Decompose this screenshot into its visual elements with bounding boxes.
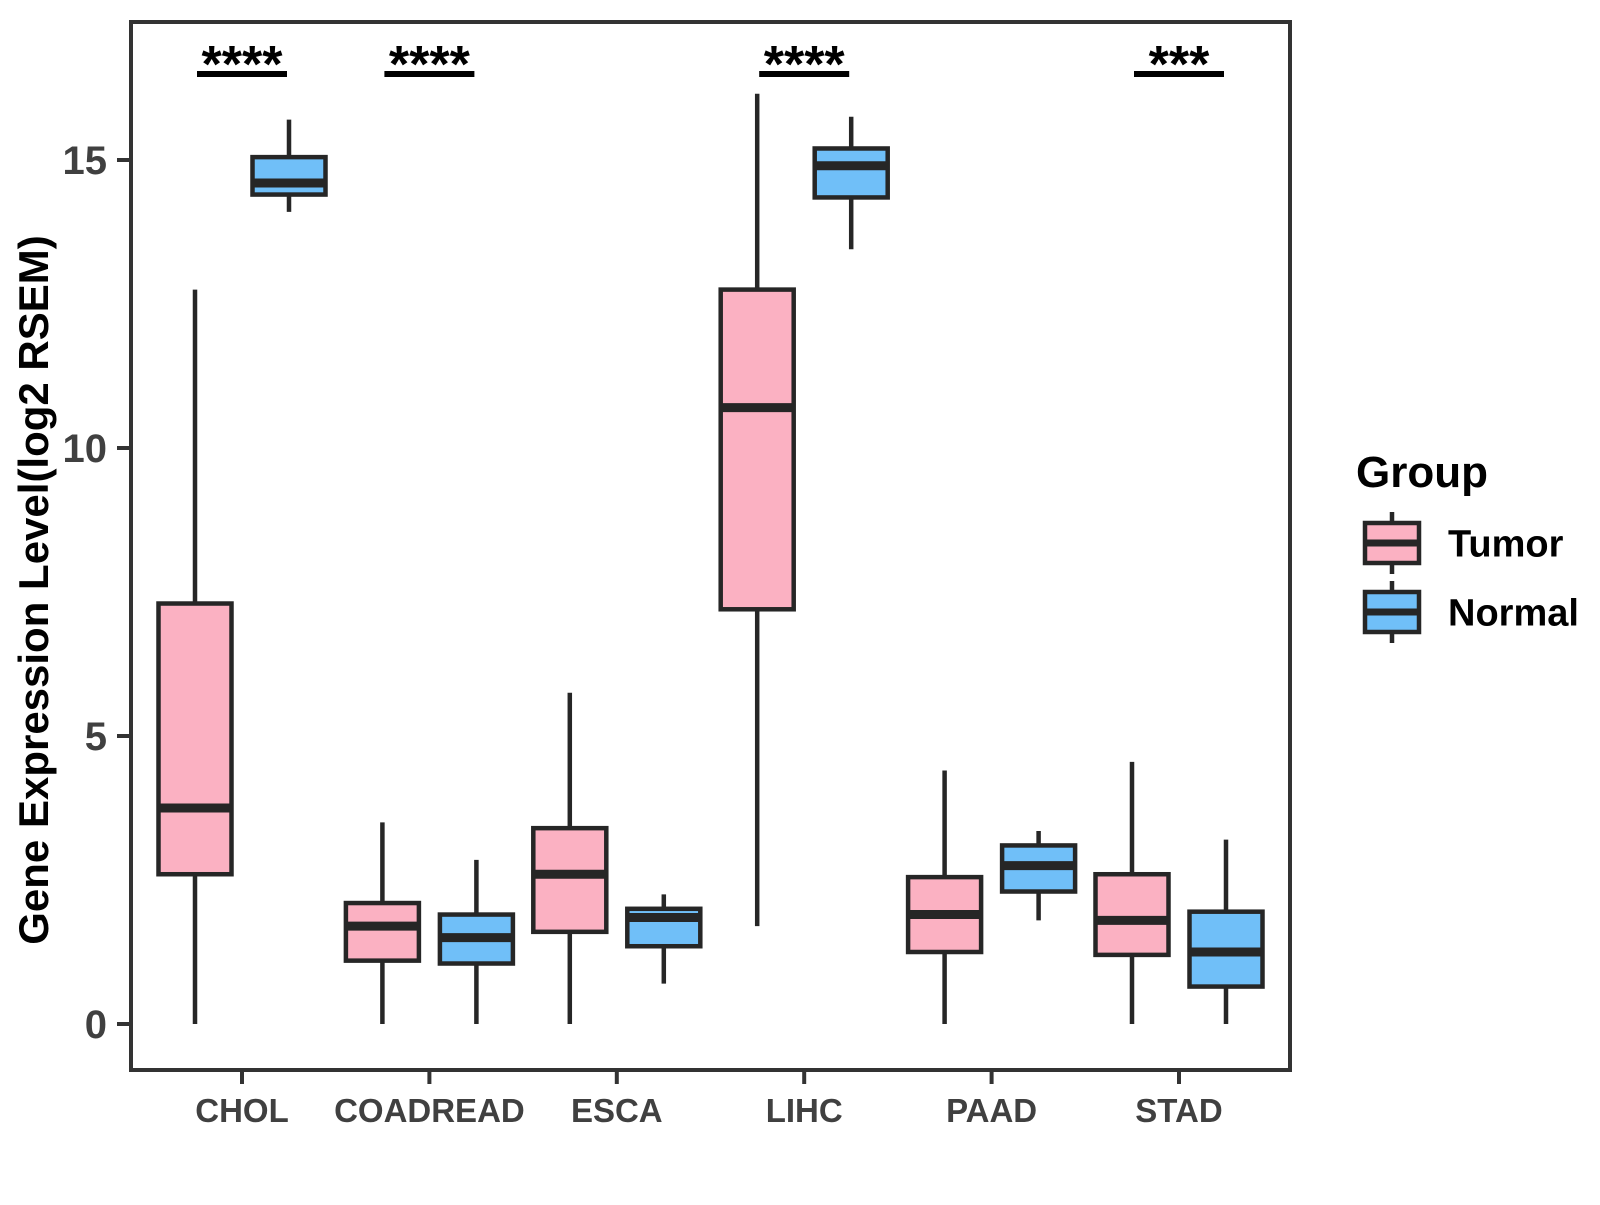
y-tick-label-15: 15: [63, 139, 108, 183]
boxplot-tumor-ESCA: [531, 692, 609, 1024]
x-label-CHOL: CHOL: [195, 1092, 289, 1129]
boxplot-normal-ESCA: [625, 894, 703, 984]
legend-key-normal: Normal: [1362, 581, 1579, 643]
y-axis-title: Gene Expression Level(log2 RSEM): [10, 235, 57, 945]
box-tumor-STAD: [1093, 871, 1171, 958]
boxplot-normal-LIHC: [812, 116, 890, 250]
sig-stars-COADREAD: ****: [389, 36, 471, 94]
boxplot-normal-COADREAD: [437, 859, 516, 1024]
x-label-LIHC: LIHC: [766, 1092, 843, 1129]
legend-title: Group: [1356, 448, 1488, 497]
legend-label-tumor: Tumor: [1448, 523, 1564, 565]
box-tumor-LIHC: [718, 287, 796, 612]
legend-label-normal: Normal: [1448, 592, 1579, 634]
sig-stars-STAD: ***: [1149, 36, 1210, 94]
sig-stars-LIHC: ****: [764, 36, 846, 94]
sig-stars-CHOL: ****: [202, 36, 284, 94]
box-tumor-CHOL: [156, 601, 234, 877]
x-label-STAD: STAD: [1135, 1092, 1222, 1129]
boxplot-tumor-STAD: [1093, 761, 1171, 1024]
boxplot-tumor-LIHC: [718, 93, 796, 927]
x-label-COADREAD: COADREAD: [334, 1092, 525, 1129]
significance-annotations: ***************: [197, 36, 1224, 94]
y-tick-label-5: 5: [85, 715, 107, 759]
y-tick-label-0: 0: [85, 1003, 107, 1047]
x-label-PAAD: PAAD: [946, 1092, 1037, 1129]
boxplot-normal-CHOL: [250, 119, 328, 212]
box-tumor-COADREAD: [343, 900, 422, 963]
boxplot-normal-PAAD: [999, 831, 1078, 921]
legend-key-tumor: Tumor: [1362, 512, 1564, 574]
box-normal-CHOL: [250, 154, 328, 197]
x-label-ESCA: ESCA: [571, 1092, 663, 1129]
boxplot-tumor-PAAD: [905, 770, 984, 1024]
box-tumor-ESCA: [531, 825, 609, 935]
boxplot-tumor-CHOL: [156, 289, 234, 1024]
y-tick-label-10: 10: [63, 427, 108, 471]
box-normal-LIHC: [812, 146, 890, 200]
boxplot-tumor-COADREAD: [343, 822, 422, 1024]
boxplot-normal-STAD: [1187, 839, 1265, 1024]
